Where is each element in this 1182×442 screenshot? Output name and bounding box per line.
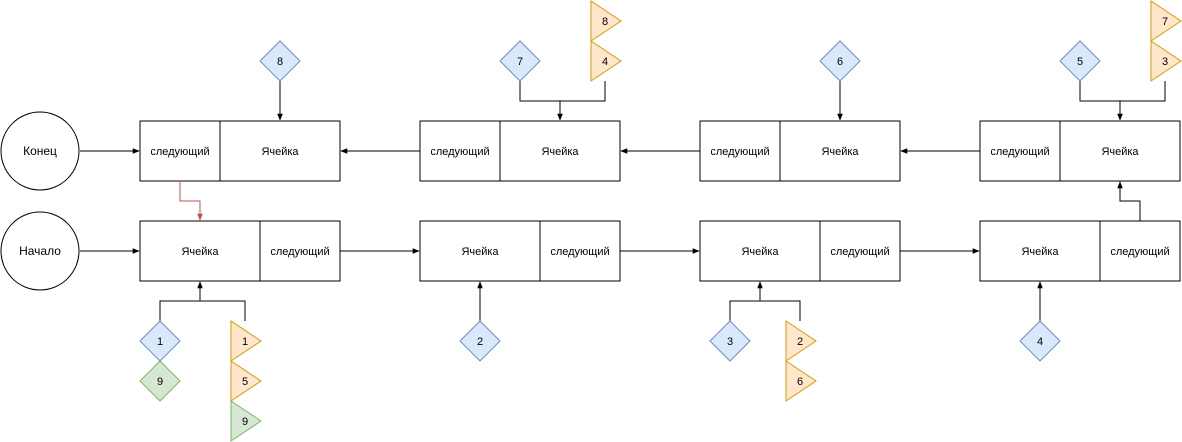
bottom-triangle-9-green: 9 [230, 400, 262, 442]
top-triangle-3: 3 [1150, 40, 1182, 82]
bottom-diamond-9-green: 9 [139, 360, 181, 402]
triangle-label: 9 [242, 416, 248, 428]
node-next-label: следующий [830, 246, 889, 258]
bottom-triangle-6: 6 [785, 360, 817, 402]
node-next-label: следующий [270, 246, 329, 258]
node-cell-label: Ячейка [541, 146, 579, 158]
top-diamond-7: 7 [499, 40, 541, 82]
triangle-label: 8 [602, 16, 608, 28]
diamond3-connector [729, 300, 801, 321]
triangle-label: 2 [797, 336, 803, 348]
triangle-label: 3 [1162, 56, 1168, 68]
bottom4-to-top4-arrow [1117, 181, 1141, 221]
top-node-2: следующий Ячейка [419, 120, 621, 182]
node-cell-label: Ячейка [821, 146, 859, 158]
diamond-label: 4 [1037, 336, 1043, 348]
bottom-node-1: Ячейка следующий [139, 220, 341, 282]
node-cell-label: Ячейка [1101, 146, 1139, 158]
top-diamond-8: 8 [259, 40, 301, 82]
start-circle: Начало [0, 211, 80, 291]
node-next-label: следующий [550, 246, 609, 258]
bottom-diamond-1: 1 [139, 320, 181, 362]
triangle-label: 1 [242, 336, 248, 348]
diamond-label: 1 [157, 336, 163, 348]
diamond5-connector [1079, 81, 1166, 102]
bottom-node-2: Ячейка следующий [419, 220, 621, 282]
bottom-node-3: Ячейка следующий [699, 220, 901, 282]
triangle-label: 5 [242, 376, 248, 388]
bottom-diamond-3: 3 [709, 320, 751, 362]
bottom-node-4: Ячейка следующий [979, 220, 1181, 282]
node-next-label: следующий [990, 146, 1049, 158]
diamond-label: 2 [477, 336, 483, 348]
end-label: Конец [23, 144, 57, 158]
node-next-label: следующий [1110, 246, 1169, 258]
node-cell-label: Ячейка [1021, 246, 1059, 258]
top1-to-bottom1-red-arrow [179, 181, 203, 221]
end-circle: Конец [0, 111, 80, 191]
diamond-label: 9 [157, 376, 163, 388]
top-diamond-5: 5 [1059, 40, 1101, 82]
start-label: Начало [19, 244, 61, 258]
top-node-3: следующий Ячейка [699, 120, 901, 182]
triangle-label: 7 [1162, 16, 1168, 28]
triangle-label: 6 [797, 376, 803, 388]
diamond-label: 3 [727, 336, 733, 348]
node-cell-label: Ячейка [181, 246, 219, 258]
bottom-diamond-4: 4 [1019, 320, 1061, 362]
diamond-label: 5 [1077, 56, 1083, 68]
top-triangle-7: 7 [1150, 0, 1182, 42]
node-cell-label: Ячейка [461, 246, 499, 258]
diamond-label: 8 [277, 56, 283, 68]
bottom-triangle-2: 2 [785, 320, 817, 362]
top-node-4: следующий Ячейка [979, 120, 1181, 182]
node-cell-label: Ячейка [741, 246, 779, 258]
node-next-label: следующий [710, 146, 769, 158]
triangle-label: 4 [602, 56, 608, 68]
diamond-label: 6 [837, 56, 843, 68]
diamond-label: 7 [517, 56, 523, 68]
node-next-label: следующий [150, 146, 209, 158]
diamond1-connector [159, 300, 246, 321]
top-node-1: следующий Ячейка [139, 120, 341, 182]
top-diamond-6: 6 [819, 40, 861, 82]
bottom-diamond-2: 2 [459, 320, 501, 362]
node-next-label: следующий [430, 146, 489, 158]
bottom-triangle-1: 1 [230, 320, 262, 362]
bottom-triangle-5: 5 [230, 360, 262, 402]
diamond7-connector [519, 81, 606, 102]
node-cell-label: Ячейка [261, 146, 299, 158]
top-triangle-4: 4 [590, 40, 622, 82]
top-triangle-8: 8 [590, 0, 622, 42]
